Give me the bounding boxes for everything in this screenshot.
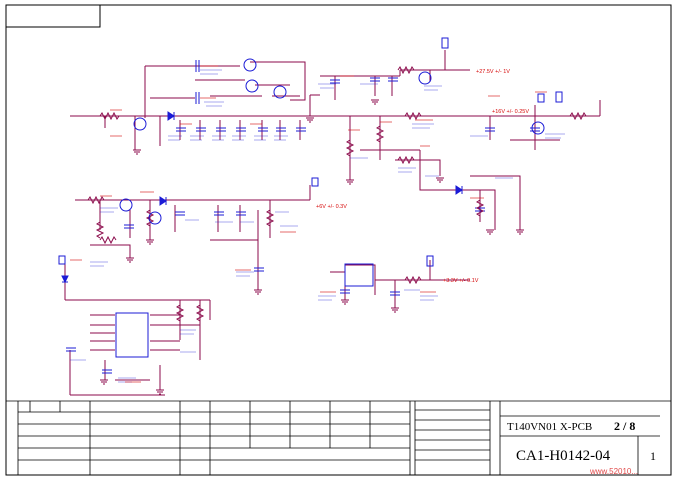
connector-group bbox=[58, 37, 563, 267]
ground-symbols bbox=[100, 99, 524, 395]
watermark-text: www.52010... bbox=[589, 467, 638, 476]
title-revision: 1 bbox=[650, 449, 656, 463]
component-layer bbox=[58, 37, 587, 374]
title-doc-number: CA1-H0142-04 bbox=[516, 448, 611, 464]
transistor-group bbox=[119, 58, 545, 225]
title-block bbox=[5, 400, 671, 475]
rail-label-27v: +27.5V +/- 1V bbox=[476, 69, 510, 75]
control-ic bbox=[115, 312, 149, 358]
title-sheet-number: 2 / 8 bbox=[614, 419, 635, 433]
regulator-ic bbox=[344, 263, 374, 287]
rail-label-3v3: +3.3V +/- 0.1V bbox=[443, 278, 479, 284]
sheet-frame bbox=[5, 4, 672, 476]
title-model: T140VN01 X-PCB bbox=[507, 421, 592, 433]
rail-label-16v: +16V +/- 0.25V bbox=[492, 109, 529, 115]
rail-label-6v: +6V +/- 0.3V bbox=[316, 204, 347, 210]
wire-net bbox=[64, 50, 601, 396]
diode-group bbox=[61, 111, 463, 284]
capacitor-group bbox=[66, 60, 540, 374]
resistor-group bbox=[87, 65, 587, 322]
red-label-texture bbox=[70, 65, 547, 383]
part-label-texture bbox=[70, 69, 565, 383]
